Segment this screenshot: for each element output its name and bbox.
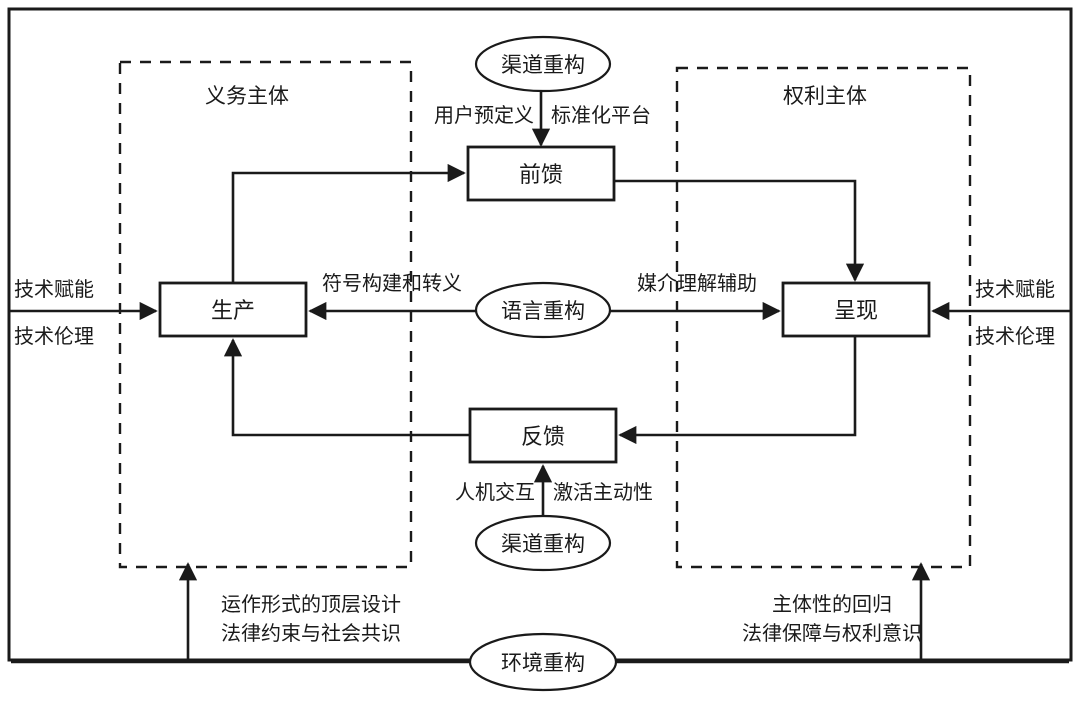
node-feedback-box[interactable]: [468, 407, 618, 464]
node-environment-label: 环境重构: [501, 651, 585, 675]
edge-label-human-machine: 人机交互: [455, 481, 535, 504]
edge-presentation-to-feedback: [618, 336, 857, 445]
zone-right-subject: [675, 66, 972, 569]
node-feedforward-box[interactable]: [466, 145, 616, 202]
edge-label-user-predefined: 用户预定义: [434, 104, 534, 127]
edge-label-media-understanding: 媒介理解辅助: [637, 272, 757, 295]
zone-duty-subject: [118, 60, 413, 569]
edge-production-to-feedforward: [231, 163, 466, 283]
zone-right-label: 权利主体: [783, 84, 867, 108]
side-label-right-top: 技术赋能: [975, 278, 1055, 301]
side-label-left-top: 技术赋能: [14, 278, 94, 301]
node-production-box[interactable]: [158, 281, 308, 338]
edge-feedback-to-production: [223, 338, 470, 437]
node-production-label: 生产: [211, 298, 255, 323]
bottom-label-left-line1: 运作形式的顶层设计: [221, 593, 401, 616]
bottom-label-right-line1: 主体性的回归: [772, 593, 892, 616]
node-presentation-box[interactable]: [781, 281, 931, 338]
side-label-right-bottom: 技术伦理: [975, 325, 1055, 348]
edge-feedforward-to-presentation: [614, 179, 865, 282]
node-feedback-label: 反馈: [521, 424, 565, 449]
edge-label-symbol-construction: 符号构建和转义: [322, 272, 462, 295]
edge-label-standard-platform: 标准化平台: [551, 104, 651, 127]
node-channel-top-label: 渠道重构: [501, 53, 585, 77]
node-feedforward-label: 前馈: [519, 162, 563, 187]
node-presentation-label: 呈现: [834, 298, 878, 323]
node-language-label: 语言重构: [501, 299, 585, 323]
zone-duty-label: 义务主体: [205, 84, 289, 108]
side-label-left-bottom: 技术伦理: [14, 325, 94, 348]
node-channel-top-ellipse[interactable]: [474, 35, 612, 93]
edge-label-activate-initiative: 激活主动性: [553, 481, 653, 504]
bottom-label-right-line2: 法律保障与权利意识: [742, 622, 922, 645]
bottom-label-left-line2: 法律约束与社会共识: [221, 622, 401, 645]
node-channel-bottom-label: 渠道重构: [501, 532, 585, 556]
